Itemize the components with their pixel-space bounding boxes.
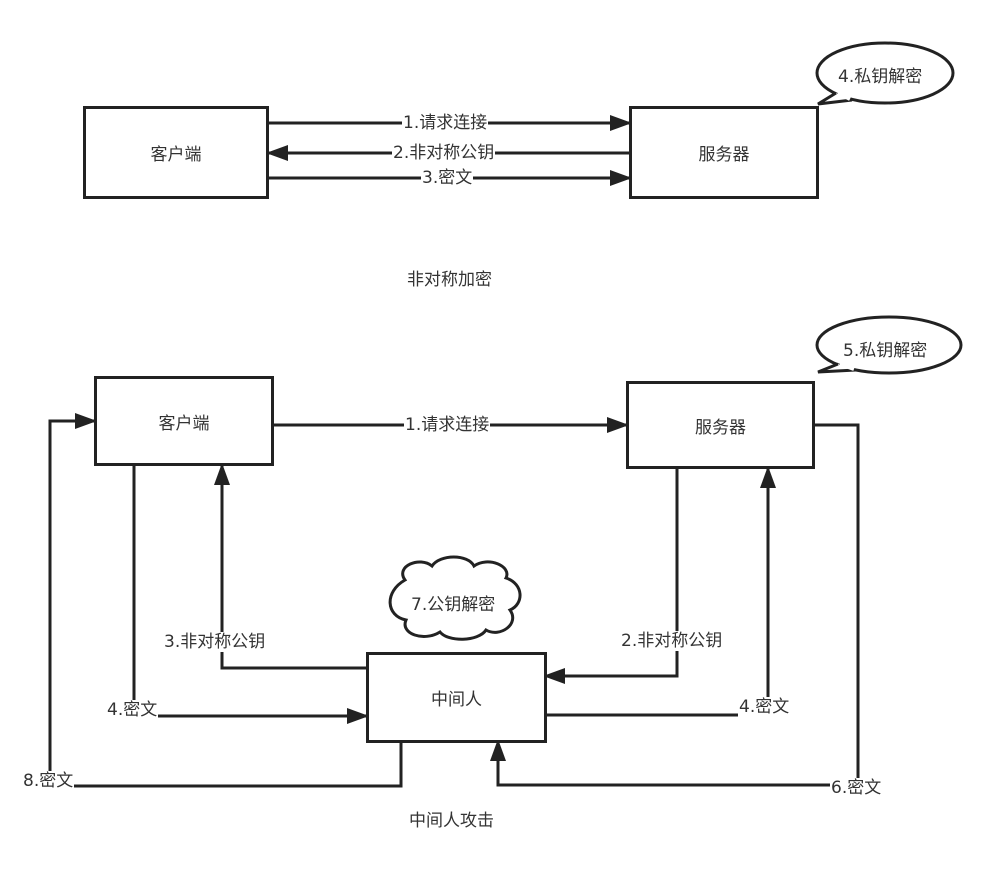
d2-arrow-server-cipher-label: 6.密文 bbox=[830, 778, 883, 798]
d1-arrow-cipher-label: 3.密文 bbox=[421, 168, 474, 188]
d2-arrow-client-cipher bbox=[132, 465, 369, 724]
d2-thought-cloud bbox=[388, 555, 522, 641]
d1-speech-bubble bbox=[815, 41, 955, 106]
d1-client-box: 客户端 bbox=[83, 106, 269, 199]
d1-client-label: 客户端 bbox=[150, 145, 202, 165]
d2-arrow-server-pubkey-label: 2.非对称公钥 bbox=[620, 631, 724, 651]
d1-arrow-request-label: 1.请求连接 bbox=[402, 113, 489, 133]
d2-arrow-final-cipher-label: 8.密文 bbox=[22, 771, 75, 791]
d2-mitm-box: 中间人 bbox=[366, 652, 547, 743]
d1-arrow-pubkey-label: 2.非对称公钥 bbox=[392, 143, 496, 163]
d1-bubble-label: 4.私钥解密 bbox=[838, 67, 923, 87]
d2-cloud-label: 7.公钥解密 bbox=[411, 595, 496, 615]
d1-caption: 非对称加密 bbox=[407, 270, 492, 290]
d2-arrow-final-cipher bbox=[48, 413, 403, 788]
d2-arrow-fake-pubkey-label: 3.非对称公钥 bbox=[163, 632, 267, 652]
d2-client-label: 客户端 bbox=[158, 413, 210, 434]
d2-speech-bubble bbox=[815, 315, 963, 375]
d2-mitm-label: 中间人 bbox=[431, 690, 482, 710]
d2-arrow-server-pubkey bbox=[543, 468, 679, 684]
d1-server-box: 服务器 bbox=[629, 106, 819, 199]
d2-bubble-label: 5.私钥解密 bbox=[843, 341, 928, 361]
d2-arrow-request-label: 1.请求连接 bbox=[404, 415, 491, 435]
d2-arrow-fake-pubkey bbox=[214, 463, 367, 670]
d2-caption: 中间人攻击 bbox=[409, 811, 494, 831]
d2-server-box: 服务器 bbox=[626, 381, 815, 469]
d1-server-label: 服务器 bbox=[698, 145, 750, 165]
d2-arrow-client-cipher-label: 4.密文 bbox=[106, 700, 159, 720]
d2-arrow-mitm-cipher-label: 4.密文 bbox=[738, 697, 791, 717]
d2-arrow-mitm-cipher bbox=[545, 466, 776, 717]
d2-client-box: 客户端 bbox=[94, 376, 274, 466]
d2-server-label: 服务器 bbox=[695, 417, 746, 438]
